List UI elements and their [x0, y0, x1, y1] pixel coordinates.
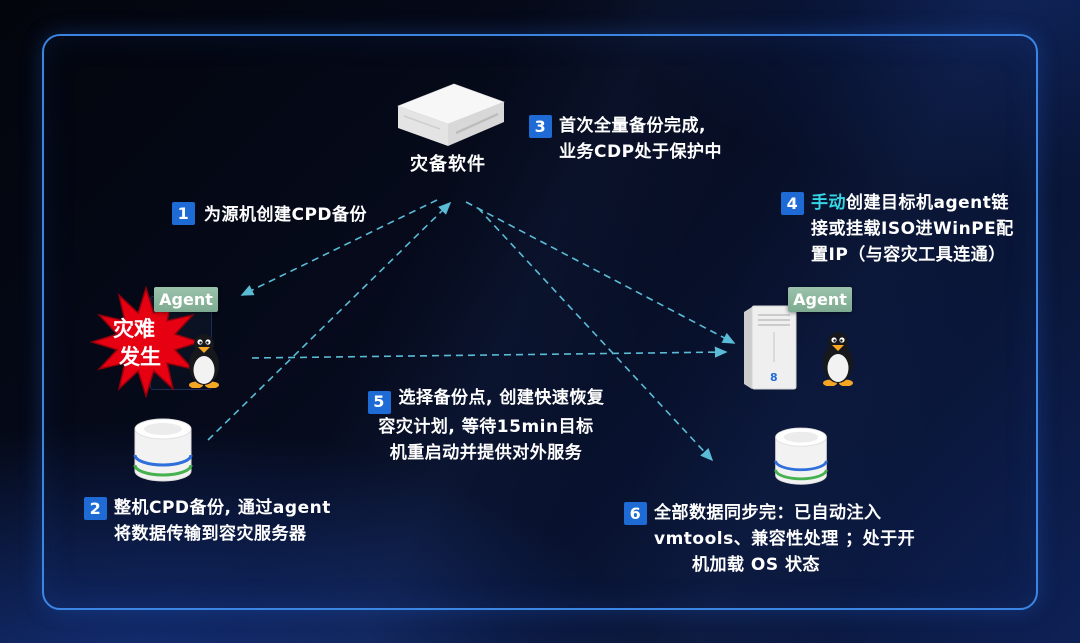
dr-software-server-icon	[390, 76, 510, 154]
svg-text:8: 8	[770, 371, 778, 384]
step-5-line3: 机重启动并提供对外服务	[389, 442, 583, 463]
arrow-server-to-targetdb	[477, 207, 714, 462]
disaster-star-icon: 灾难 发生	[89, 285, 203, 399]
source-database-icon	[131, 415, 195, 493]
step-3: 3 首次全量备份完成, 业务CDP处于保护中	[529, 113, 722, 165]
step-1: 1 为源机创建CPD备份	[172, 202, 367, 228]
source-agent-badge: Agent	[154, 287, 218, 312]
step-5-line2: 容灾计划, 等待15min目标	[378, 416, 594, 437]
step-2-line2: 将数据传输到容灾服务器	[114, 524, 307, 544]
target-database-icon	[772, 424, 830, 496]
arrow-sourcedb-to-server	[207, 201, 452, 441]
arrow-server-to-target	[465, 201, 736, 344]
step-2: 2 整机CPD备份, 通过agent 将数据传输到容灾服务器	[84, 495, 331, 547]
step-4-line3: 置IP（与容灾工具连通）	[811, 245, 1006, 265]
target-agent-badge: Agent	[788, 287, 852, 312]
step-5-line1: 5 选择备份点, 创建快速恢复	[352, 385, 620, 414]
step-5: 5 选择备份点, 创建快速恢复 容灾计划, 等待15min目标 机重启动并提供对外…	[352, 385, 620, 466]
server-box-icon	[397, 83, 505, 146]
target-server-tower-icon: 8	[740, 302, 800, 396]
arrow-server-to-source	[240, 199, 438, 296]
step-4-line2: 接或挂载ISO进WinPE配	[811, 219, 1014, 239]
step-4-line1: 手动创建目标机agent链	[811, 190, 1056, 216]
source-tux-penguin-icon	[184, 332, 224, 392]
step-4-badge: 4	[781, 192, 804, 215]
step-4-highlight: 手动	[811, 193, 846, 213]
step-3-badge: 3	[529, 115, 552, 138]
step-5-badge: 5	[367, 390, 391, 414]
step-6: 6 全部数据同步完：已自动注入 vmtools、兼容性处理 ；处于开 机加载 O…	[624, 500, 959, 578]
step-2-line1: 整机CPD备份, 通过agent	[114, 498, 331, 518]
disaster-text-line1: 灾难	[113, 317, 155, 341]
step-6-line3: 机加载 OS 状态	[692, 555, 821, 575]
step-4-line1-rest: 创建目标机agent链	[846, 193, 1009, 213]
step-4: 4 手动创建目标机agent链 接或挂载ISO进WinPE配 置IP（与容灾工具…	[781, 190, 1056, 268]
step-5-line1-text: 选择备份点, 创建快速恢复	[398, 388, 605, 408]
step-6-badge: 6	[624, 502, 647, 525]
step-1-badge: 1	[172, 202, 195, 225]
step-3-line2: 业务CDP处于保护中	[559, 142, 723, 162]
target-tux-penguin-icon	[818, 330, 858, 390]
step-3-line1: 首次全量备份完成,	[559, 116, 706, 136]
dr-software-label: 灾备软件	[410, 154, 486, 175]
step-1-text: 为源机创建CPD备份	[204, 205, 368, 225]
step-6-line1: 全部数据同步完：已自动注入	[654, 503, 882, 523]
step-2-badge: 2	[84, 497, 107, 520]
arrow-source-to-target	[251, 346, 728, 359]
disaster-text-line2: 发生	[118, 345, 161, 369]
step-6-line2: vmtools、兼容性处理 ；处于开	[654, 529, 916, 549]
disaster-starburst: 灾难 发生	[86, 285, 206, 402]
